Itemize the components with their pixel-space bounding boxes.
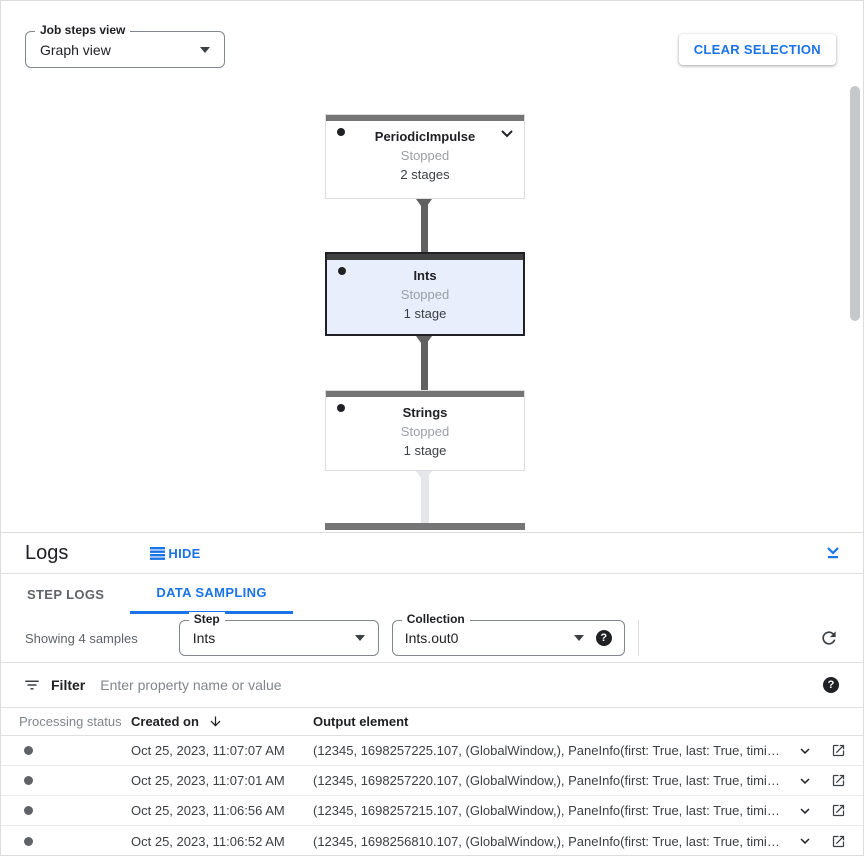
header-created-on[interactable]: Created on [131,714,199,729]
hide-label: HIDE [168,545,201,561]
logs-tabs: STEP LOGS DATA SAMPLING [1,574,863,614]
open-in-new-icon [832,774,845,787]
sample-row[interactable]: Oct 25, 2023, 11:07:07 AM (12345, 169825… [1,736,863,766]
node-title: Ints [413,268,437,283]
graph-node-ints[interactable]: Ints Stopped 1 stage [325,252,525,336]
open-in-new-icon [832,835,845,847]
toolbar-divider [637,620,639,656]
edge-ints-strings [416,336,432,390]
sample-created-on: Oct 25, 2023, 11:07:07 AM [131,743,285,758]
sample-created-on: Oct 25, 2023, 11:06:56 AM [131,803,285,818]
filter-help-icon[interactable]: ? [823,677,839,693]
dropdown-caret-icon [354,635,365,641]
expand-row-button[interactable] [796,742,814,760]
sample-output-element: (12345, 1698257215.107, (GlobalWindow,),… [313,803,786,818]
header-output-element: Output element [313,714,409,729]
tab-data-sampling[interactable]: DATA SAMPLING [130,574,293,614]
dropdown-caret-icon [573,635,584,641]
chevron-down-icon [800,777,810,784]
step-select[interactable]: Step Ints [178,612,379,656]
edge-periodicimpulse-ints [416,199,432,252]
refresh-icon [822,631,836,645]
collapse-down-icon [827,547,839,559]
open-in-new-icon [832,744,845,757]
transform-icon [337,128,345,136]
job-steps-view-select[interactable]: Job steps view Graph view [25,23,225,68]
node-top-bar [326,391,524,397]
clear-selection-button[interactable]: CLEAR SELECTION [678,34,836,65]
sort-descending-icon[interactable] [208,714,223,729]
filter-icon [25,680,39,690]
chevron-down-icon[interactable] [501,130,513,138]
collapse-panel-button[interactable] [825,544,841,566]
collection-select-label: Collection [401,612,470,626]
transform-icon [338,267,346,275]
node-top-bar [327,254,523,260]
sample-row[interactable]: Oct 25, 2023, 11:06:52 AM (12345, 169825… [1,826,863,855]
open-in-new-button[interactable] [831,803,846,818]
sample-row[interactable]: Oct 25, 2023, 11:06:56 AM (12345, 169825… [1,796,863,826]
graph-node-periodicimpulse[interactable]: PeriodicImpulse Stopped 2 stages [325,114,525,199]
header-processing-status: Processing status [19,714,122,729]
hide-logs-button[interactable]: HIDE [150,546,200,561]
expand-row-button[interactable] [796,772,814,790]
step-select-label: Step [188,612,225,626]
transform-icon [337,404,345,412]
sample-output-element: (12345, 1698257220.107, (GlobalWindow,),… [313,773,786,788]
open-in-new-button[interactable] [831,773,846,788]
sample-row[interactable]: Oct 25, 2023, 11:07:01 AM (12345, 169825… [1,766,863,796]
node-status: Stopped [400,424,450,439]
job-steps-view-label: Job steps view [35,23,131,37]
tab-step-logs[interactable]: STEP LOGS [27,586,105,602]
sample-count-text: Showing 4 samples [25,630,138,646]
step-select-value: Ints [192,630,216,646]
node-title: PeriodicImpulse [374,129,476,144]
processing-status-dot [24,806,33,815]
chevron-down-icon [800,747,810,754]
dropdown-caret-icon [200,46,210,53]
node-status: Stopped [400,148,450,163]
collection-select-value: Ints.out0 [404,630,459,646]
sample-created-on: Oct 25, 2023, 11:06:52 AM [131,833,285,849]
job-steps-view-value: Graph view [40,41,111,58]
chevron-down-icon [800,807,810,814]
logs-panel-title: Logs [25,541,69,564]
chevron-down-icon [800,838,810,844]
sample-output-element: (12345, 1698256810.107, (GlobalWindow,),… [313,833,786,849]
collection-help-icon[interactable]: ? [595,630,612,646]
reorder-icon [150,546,166,560]
node-top-bar [326,115,524,121]
node-stages: 1 stage [403,306,447,321]
graph-vertical-scrollbar[interactable] [850,86,860,321]
filter-input[interactable] [100,677,823,693]
logs-header: Logs HIDE [1,533,863,574]
sample-output-element: (12345, 1698257225.107, (GlobalWindow,),… [313,743,786,758]
expand-row-button[interactable] [796,832,814,850]
node-status: Stopped [400,287,450,302]
filter-bar: Filter ? [1,663,863,708]
processing-status-dot [24,836,33,846]
sampling-toolbar: Showing 4 samples Step Ints Collection I… [1,612,863,663]
node-title: Strings [402,405,448,420]
refresh-samples-button[interactable] [819,628,839,648]
graph-node-strings[interactable]: Strings Stopped 1 stage [325,390,525,471]
job-graph-canvas: Job steps view Graph view CLEAR SELECTIO… [1,1,863,532]
logs-panel: Logs HIDE STEP LOGS DATA SAMPLING [1,533,863,855]
node-stages: 2 stages [400,167,450,182]
open-in-new-icon [832,804,845,817]
edge-strings-next [416,471,432,523]
node-stages: 1 stage [403,443,447,458]
sample-created-on: Oct 25, 2023, 11:07:01 AM [131,773,285,788]
samples-table-header: Processing status Created on Output elem… [1,708,863,736]
processing-status-dot [24,776,33,785]
processing-status-dot [24,746,33,755]
collection-select[interactable]: Collection Ints.out0 ? [391,612,625,656]
filter-label: Filter [51,677,86,693]
graph-node-partial[interactable] [325,523,525,530]
open-in-new-button[interactable] [831,743,846,758]
expand-row-button[interactable] [796,802,814,820]
open-in-new-button[interactable] [831,834,846,849]
